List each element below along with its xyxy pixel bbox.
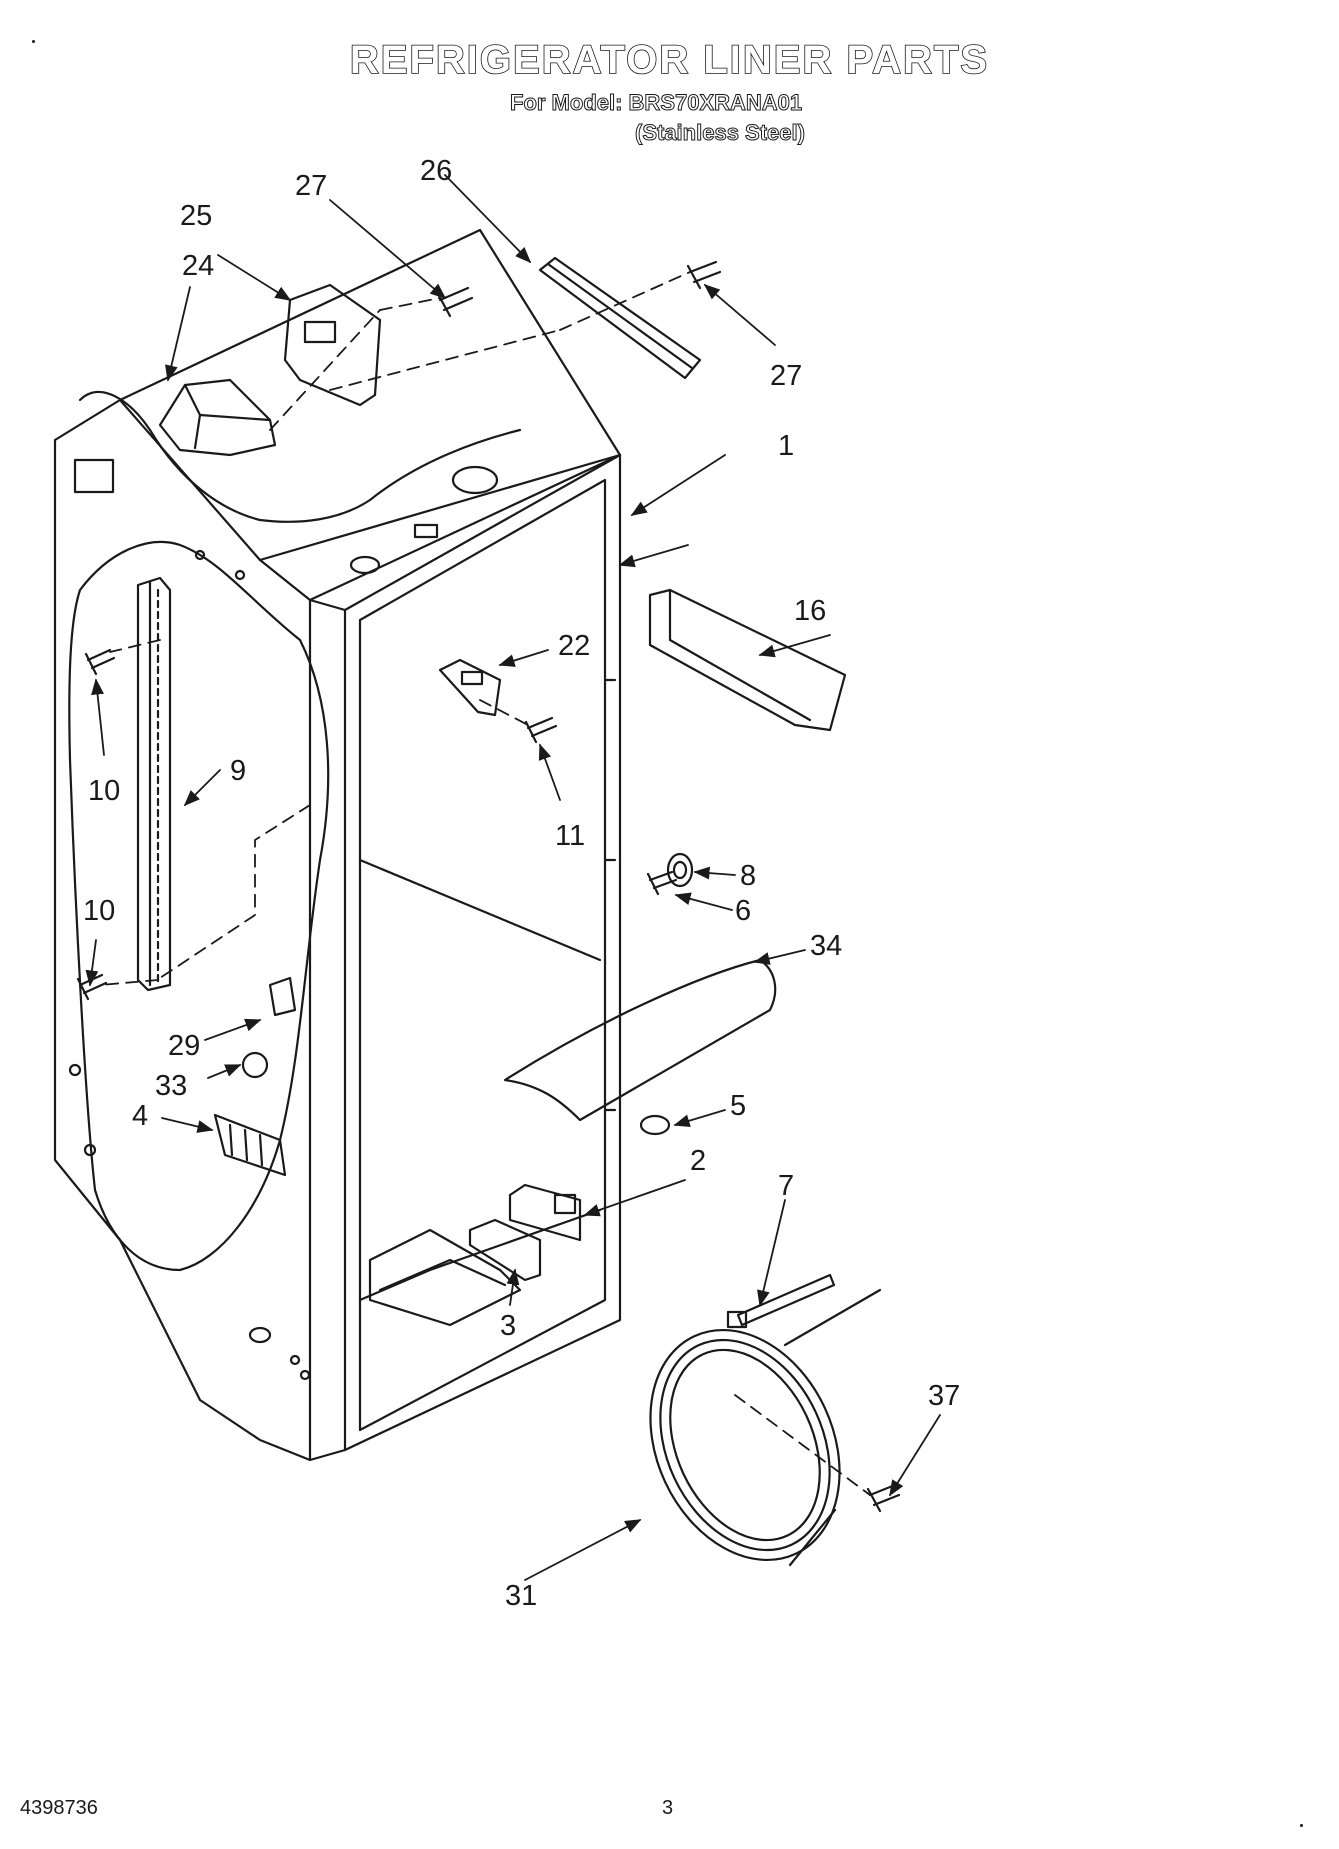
top-channel-part (538, 256, 702, 380)
scan-mark-bottom-right (1300, 1824, 1303, 1827)
callout-6: 6 (735, 895, 751, 927)
lower-brackets-part (468, 1183, 582, 1282)
model-number: For Model: BRS70XRANA01 (509, 90, 803, 116)
callout-33: 33 (155, 1070, 187, 1102)
callout-24: 24 (182, 250, 214, 282)
model-variant: (Stainless Steel) (635, 120, 806, 146)
callout-27-left: 27 (295, 170, 327, 202)
coiled-tube-part (649, 1288, 882, 1567)
callout-26: 26 (420, 155, 452, 187)
control-housing-part (158, 378, 277, 457)
callout-25: 25 (180, 200, 212, 232)
page-number: 3 (662, 1797, 674, 1819)
liner-cabinet (53, 228, 622, 1462)
leader-arrows (85, 174, 941, 1581)
callout-5: 5 (730, 1090, 746, 1122)
cable-tie-part (726, 1273, 836, 1329)
screw-parts (76, 260, 901, 1513)
callout-34: 34 (810, 930, 842, 962)
vent-grille-part (213, 1113, 287, 1177)
callout-37: 37 (928, 1380, 960, 1412)
callout-labels: 1 2 3 4 5 6 7 8 9 10 10 11 16 22 24 25 2… (83, 155, 960, 1612)
vertical-channel-part (136, 576, 172, 992)
callout-1: 1 (778, 430, 794, 462)
lamp-socket-part (241, 976, 297, 1079)
callout-16: 16 (794, 595, 826, 627)
callout-22: 22 (558, 630, 590, 662)
callout-31: 31 (505, 1580, 537, 1612)
callout-11: 11 (555, 820, 585, 852)
grommet-part (666, 852, 694, 888)
callout-10-lower: 10 (83, 895, 115, 927)
shelf-support-part (648, 588, 847, 732)
assembly-lines (99, 271, 871, 1496)
callout-27-right: 27 (770, 360, 802, 392)
callout-29: 29 (168, 1030, 200, 1062)
callout-9: 9 (230, 755, 246, 787)
mid-bracket-part (438, 658, 502, 717)
upper-bracket-part (283, 283, 382, 407)
callout-7: 7 (778, 1170, 794, 1202)
callout-8: 8 (740, 860, 756, 892)
page-title: REFRIGERATOR LINER PARTS (349, 37, 990, 83)
document-number: 4398736 (20, 1797, 98, 1819)
scan-mark-top-left (32, 40, 35, 43)
callout-2: 2 (690, 1145, 706, 1177)
callout-3: 3 (500, 1310, 516, 1342)
callout-10-upper: 10 (88, 775, 120, 807)
callout-4: 4 (132, 1100, 148, 1132)
small-grommet-part (639, 1114, 671, 1136)
